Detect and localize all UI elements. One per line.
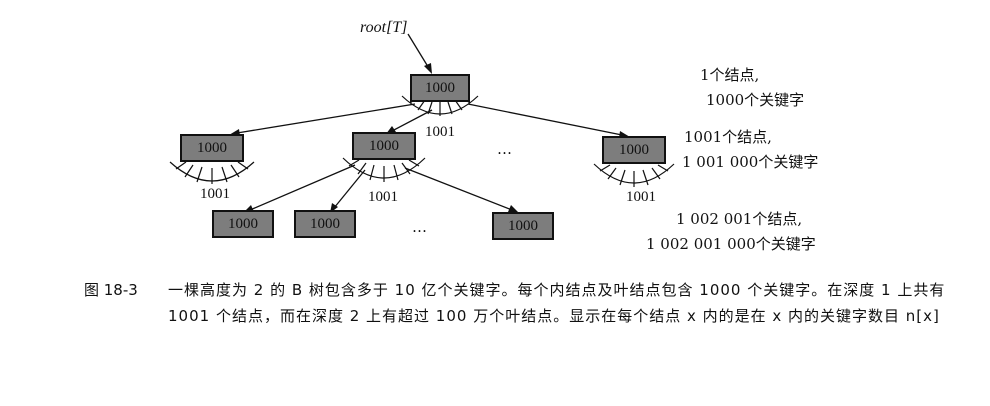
leaf-node-1: 1000 — [212, 210, 274, 238]
level0-count: 1个结点, — [700, 66, 760, 84]
figure-label: 图 18-3 — [84, 281, 138, 299]
root-pointer-label: root[T] — [360, 19, 408, 36]
leaf-node-3: 1000 — [492, 212, 554, 240]
right-node-fan — [593, 163, 675, 187]
root-node: 1000 — [410, 74, 470, 102]
root-node-key-count: 1000 — [425, 79, 455, 96]
leaf-2-key-count: 1000 — [310, 215, 340, 232]
right-depth1-node: 1000 — [602, 136, 666, 164]
level1-count: 1001个结点, — [684, 128, 772, 146]
leaf-node-2: 1000 — [294, 210, 356, 238]
left-fanout-label: 1001 — [200, 186, 230, 202]
root-fanout-label: 1001 — [425, 124, 455, 140]
level2-keys: 1 002 001 000个关键字 — [646, 235, 816, 253]
middle-node-key-count: 1000 — [369, 137, 399, 154]
right-node-key-count: 1000 — [619, 141, 649, 158]
root-pointer-arrowhead — [424, 63, 432, 74]
leaf-3-key-count: 1000 — [508, 217, 538, 234]
level2-count: 1 002 001个结点, — [676, 210, 803, 228]
left-node-fan — [169, 161, 255, 184]
middle-node-fan — [342, 157, 426, 182]
middle-depth1-node: 1000 — [352, 132, 416, 160]
right-fanout-label: 1001 — [626, 189, 656, 205]
depth1-ellipsis: … — [497, 140, 512, 158]
middle-child-edges — [249, 164, 513, 211]
left-node-key-count: 1000 — [197, 139, 227, 156]
root-pointer-arrow — [407, 33, 431, 71]
level1-keys: 1 001 000个关键字 — [682, 153, 819, 171]
root-child-edges — [236, 103, 623, 136]
middle-fanout-label: 1001 — [368, 189, 398, 205]
left-depth1-node: 1000 — [180, 134, 244, 162]
level0-keys: 1000个关键字 — [706, 91, 805, 109]
depth2-ellipsis: … — [412, 218, 427, 236]
leaf-1-key-count: 1000 — [228, 215, 258, 232]
figure-caption: 一棵高度为 2 的 B 树包含多于 10 亿个关键字。每个内结点及叶结点包含 1… — [168, 281, 946, 325]
